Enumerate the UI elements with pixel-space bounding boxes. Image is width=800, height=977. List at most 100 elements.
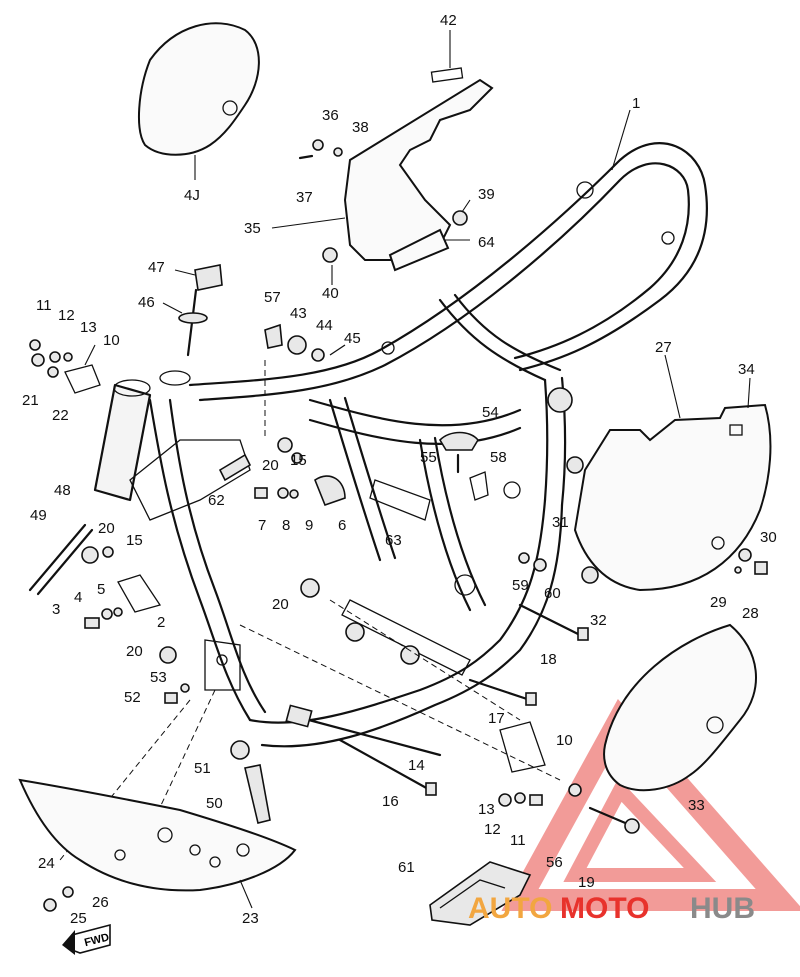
bracket-10b: [499, 721, 546, 773]
label-38: 38: [352, 119, 369, 136]
rubber-20c: [159, 646, 177, 664]
label-42: 42: [440, 12, 457, 29]
nut-9: [289, 489, 299, 499]
chain-guide-61: [429, 861, 532, 926]
label-29: 29: [710, 594, 727, 611]
bolt-36: [312, 139, 324, 151]
label-4: 4: [74, 589, 82, 606]
label-46: 46: [138, 294, 155, 311]
number-plate-41: [137, 22, 260, 156]
bolt-50: [244, 764, 271, 824]
bolt-24: [43, 898, 57, 912]
label-44: 44: [316, 317, 333, 334]
clamp-63: [369, 479, 431, 521]
label-59: 59: [512, 577, 529, 594]
label-45: 45: [344, 330, 361, 347]
bolt-19: [588, 806, 632, 827]
label-14: 14: [408, 757, 425, 774]
label-7: 7: [258, 517, 266, 534]
washer-15: [291, 452, 303, 464]
label-43: 43: [290, 305, 307, 322]
label-9: 9: [305, 517, 313, 534]
clamp-54: [438, 431, 479, 451]
label-30: 30: [760, 529, 777, 546]
washer-15b: [102, 546, 114, 558]
bolt-3: [84, 617, 100, 629]
watermark-text: AUTO MOTO HUB: [468, 892, 755, 925]
label-11b: 11: [510, 832, 526, 849]
plate-hole: [222, 100, 238, 116]
number-plate-33: [603, 623, 757, 792]
label-20b: 20: [98, 520, 115, 537]
label-20d: 20: [126, 643, 143, 660]
bracket-58: [469, 471, 489, 501]
label-27: 27: [655, 339, 672, 356]
rubber-20b: [81, 546, 99, 564]
label-58: 58: [490, 449, 507, 466]
washer-13b: [498, 793, 512, 807]
label-31: 31: [552, 514, 569, 531]
label-47: 47: [148, 259, 165, 276]
label-37: 37: [296, 189, 313, 206]
washer-5: [113, 607, 123, 617]
grommet-43: [287, 335, 307, 355]
bolt-28: [754, 561, 768, 575]
label-12b: 12: [484, 821, 501, 838]
bracket-45: [329, 344, 346, 356]
label-18: 18: [540, 651, 557, 668]
bolt-16: [338, 738, 432, 792]
watermark-moto: MOTO: [560, 892, 649, 925]
label-54: 54: [482, 404, 499, 421]
label-41: 4J: [184, 187, 200, 204]
side-cover-27: [573, 403, 772, 592]
bolt-18: [518, 603, 582, 637]
label-34: 34: [738, 361, 755, 378]
label-19: 19: [578, 874, 595, 891]
label-21: 21: [22, 392, 39, 409]
label-3: 3: [52, 601, 60, 618]
label-56: 56: [546, 854, 563, 871]
label-48: 48: [54, 482, 71, 499]
decal-42: [430, 67, 464, 83]
label-62: 62: [208, 492, 225, 509]
label-50: 50: [206, 795, 223, 812]
watermark-hub: HUB: [690, 892, 755, 925]
bracket-2: [117, 574, 162, 613]
label-33: 33: [688, 797, 705, 814]
label-2: 2: [157, 614, 165, 631]
label-39: 39: [478, 186, 495, 203]
washer-30: [738, 548, 752, 562]
washer-60: [533, 558, 547, 572]
label-6: 6: [338, 517, 346, 534]
nut-40: [322, 247, 338, 263]
rubber-20d: [300, 578, 320, 598]
label-32: 32: [590, 612, 607, 629]
plate-64: [388, 228, 450, 272]
label-17: 17: [488, 710, 505, 727]
label-51: 51: [194, 760, 211, 777]
label-15b: 15: [126, 532, 143, 549]
nut-59: [518, 552, 530, 564]
label-26: 26: [92, 894, 109, 911]
fwd-arrow-icon: FWD: [62, 923, 111, 955]
pin-37: [298, 154, 314, 160]
label-40: 40: [322, 285, 339, 302]
label-35: 35: [244, 220, 261, 237]
bracket-10: [64, 364, 101, 394]
label-53: 53: [150, 669, 167, 686]
bolt-44: [311, 348, 325, 362]
bolt-7: [254, 487, 268, 499]
bracket-62: [218, 453, 252, 482]
collar-51: [230, 740, 250, 760]
washer-38: [333, 147, 343, 157]
label-49: 49: [30, 507, 47, 524]
label-63: 63: [385, 532, 402, 549]
label-23: 23: [242, 910, 259, 927]
bracket-6: [314, 475, 346, 507]
washer-8: [277, 487, 289, 499]
label-1: 1: [632, 95, 640, 112]
label-10b: 10: [556, 732, 573, 749]
label-57: 57: [264, 289, 281, 306]
label-24: 24: [38, 855, 55, 872]
damper-47: [194, 264, 223, 291]
